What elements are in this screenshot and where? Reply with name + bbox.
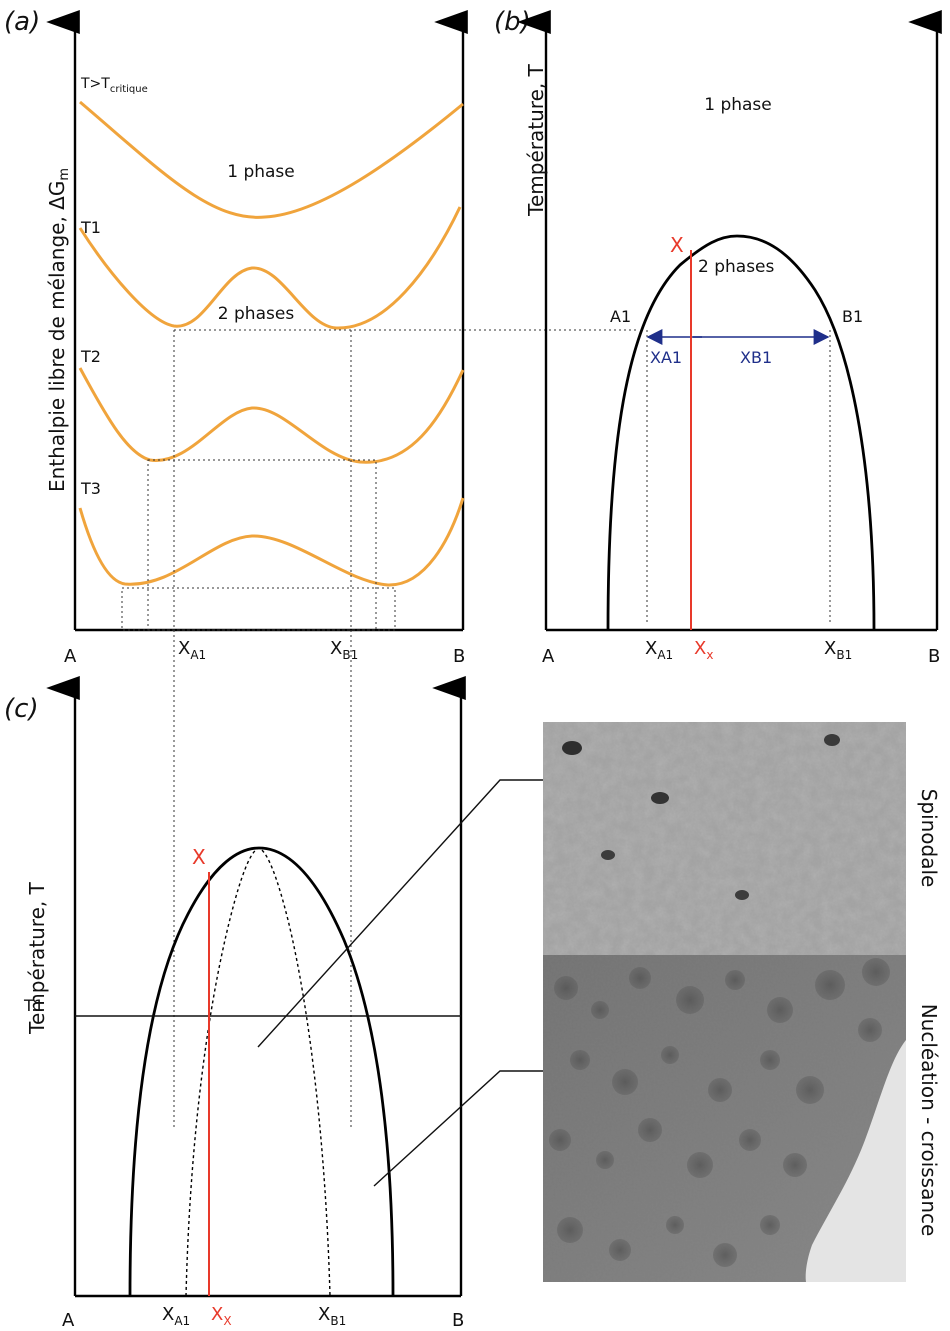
spinodal-curve	[185, 847, 331, 1297]
label-t2: T2	[80, 347, 101, 366]
panel-b-tag: (b)	[494, 7, 531, 37]
leader-nucleation	[373, 1070, 543, 1187]
segment-xa1: XA1	[650, 348, 682, 367]
svg-text:Température, T: Température, T	[524, 63, 548, 216]
label-spinodal: Spinodale	[917, 789, 941, 888]
point-b-x: X	[670, 233, 684, 257]
gibbs-curve-t3	[78, 497, 465, 587]
point-c-x: X	[192, 845, 206, 869]
panel-c: (c) Température, T T1 X A B XA1 XX XB1	[4, 676, 543, 1331]
tangent-t3-box	[121, 587, 396, 631]
panel-c-xb1: XB1	[318, 1304, 346, 1328]
panel-c-ylabel: Température, T	[25, 881, 49, 1034]
label-t1: T1	[80, 218, 101, 237]
leader-spinodal	[257, 779, 543, 1048]
miscibility-gap-curve	[606, 234, 876, 631]
segment-xb1: XB1	[740, 348, 772, 367]
micrograph-spinodal	[543, 722, 906, 955]
panel-a-tag: (a)	[4, 7, 40, 37]
svg-text:Spinodale: Spinodale	[917, 789, 941, 888]
gibbs-curve-t-critique	[79, 100, 464, 219]
label-b-1-phase: 1 phase	[704, 95, 772, 115]
label-t3: T3	[80, 479, 101, 498]
panel-b-ylabel: Température, T	[524, 63, 548, 216]
panel-a-x-end: B	[453, 646, 465, 667]
panel-b: (b) Température, T 1 phase 2 phases X A1…	[494, 7, 942, 667]
tangent-t2-box	[147, 459, 377, 631]
svg-text:Nucléation - croissance: Nucléation - croissance	[917, 1004, 941, 1237]
label-2-phases: 2 phases	[218, 304, 295, 324]
panel-a: (a) Enthalpie libre de mélange, ΔGm T>Tc…	[4, 7, 638, 1128]
label-c-t1: T1	[23, 996, 44, 1015]
panel-b-xb1: XB1	[824, 638, 852, 662]
panel-a-x-start: A	[64, 646, 77, 667]
panel-a-ylabel: Enthalpie libre de mélange, ΔGm	[45, 168, 72, 492]
gibbs-curve-t2	[78, 367, 465, 464]
panel-c-xx: XX	[211, 1304, 232, 1328]
svg-text:Température, T: Température, T	[25, 881, 49, 1034]
point-b1: B1	[842, 307, 863, 326]
label-b-2-phases: 2 phases	[698, 257, 775, 277]
panel-c-x-start: A	[62, 1310, 75, 1331]
label-1-phase: 1 phase	[227, 162, 295, 182]
label-nucleation: Nucléation - croissance	[917, 1004, 941, 1237]
svg-text:Enthalpie libre de mélange, ΔG: Enthalpie libre de mélange, ΔGm	[45, 168, 72, 492]
micrograph-nucleation	[543, 955, 906, 1282]
panel-b-x-end: B	[928, 646, 940, 667]
panel-c-tag: (c)	[4, 694, 39, 724]
panel-b-x-start: A	[542, 646, 555, 667]
point-a1: A1	[610, 307, 631, 326]
panel-a-xa1: XA1	[178, 638, 206, 662]
panel-c-x-end: B	[452, 1310, 464, 1331]
panel-b-xx: Xx	[694, 638, 713, 662]
gibbs-curve-t1	[78, 206, 462, 330]
panel-c-xa1: XA1	[162, 1304, 190, 1328]
label-t-critique: T>Tcritique	[80, 76, 148, 95]
panel-b-xa1: XA1	[645, 638, 673, 662]
panel-a-xb1: XB1	[330, 638, 358, 662]
binodal-curve	[128, 846, 395, 1297]
